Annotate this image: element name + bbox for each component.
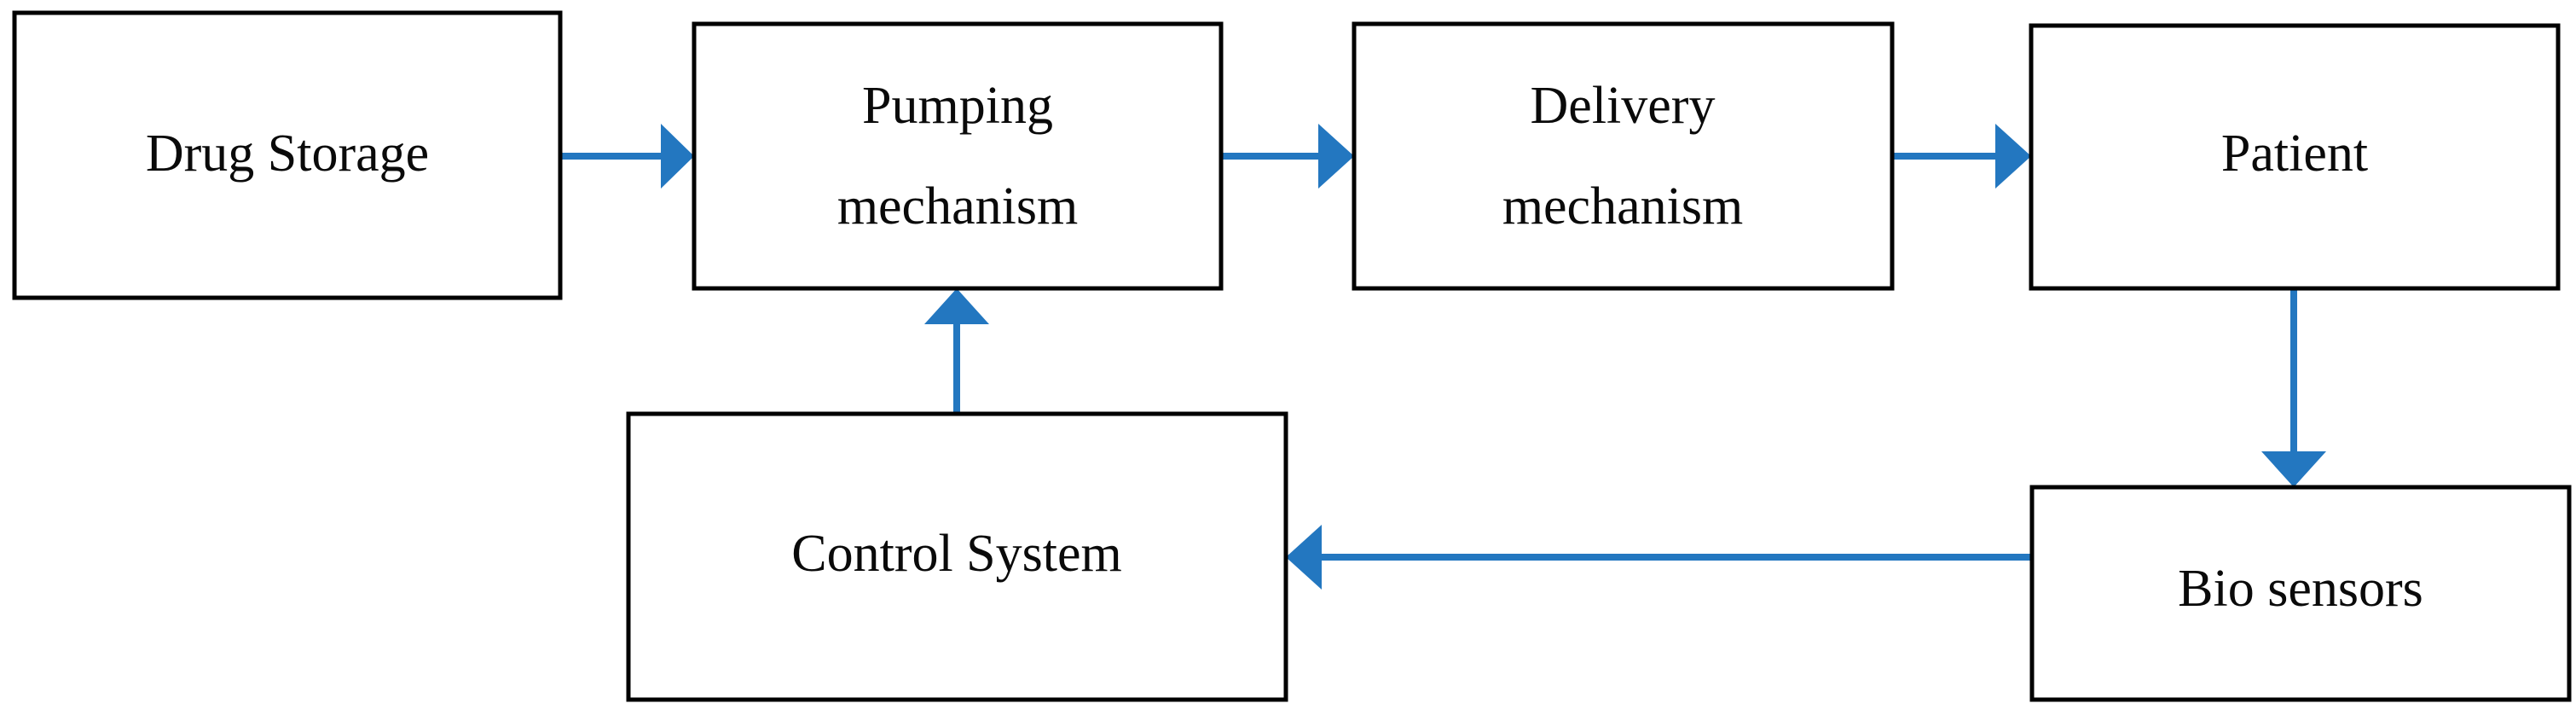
node-label-line: Pumping [862,77,1053,135]
arrowhead-left-icon [1286,525,1322,590]
edge-drug-storage-to-pumping [560,124,694,189]
node-box[interactable] [12,10,563,300]
node-label-line: Control System [791,525,1122,583]
arrowhead-right-icon [1995,124,2031,189]
edge-bio-sensors-to-control-system [1286,525,2032,590]
node-label-line: mechanism [837,177,1078,235]
edge-delivery-to-patient [1892,124,2031,189]
node-delivery-mechanism[interactable]: Delivery mechanism [1352,21,1895,291]
node-label-line: mechanism [1502,177,1743,235]
node-drug-storage[interactable]: Drug Storage [12,10,563,300]
node-pumping-mechanism[interactable]: Pumping mechanism [692,21,1224,291]
node-control-system[interactable]: Control System [626,411,1288,702]
node-label-line: Drug Storage [146,125,429,183]
node-box[interactable] [1352,21,1895,291]
node-box[interactable] [626,411,1288,702]
node-patient[interactable]: Patient [2029,23,2561,291]
arrowhead-right-icon [1318,124,1354,189]
arrowhead-right-icon [661,124,694,189]
edge-patient-to-bio-sensors [2261,288,2326,487]
arrowhead-up-icon [924,288,989,324]
node-label-line: Patient [2221,125,2368,183]
node-box[interactable] [692,21,1224,291]
edge-control-system-to-pumping [924,288,989,414]
node-bio-sensors[interactable]: Bio sensors [2029,485,2572,702]
edge-pumping-to-delivery [1221,124,1354,189]
node-box[interactable] [2029,23,2561,291]
node-box[interactable] [2029,485,2572,702]
node-label-line: Bio sensors [2178,560,2423,618]
node-label-line: Delivery [1531,77,1716,135]
arrowhead-down-icon [2261,451,2326,487]
